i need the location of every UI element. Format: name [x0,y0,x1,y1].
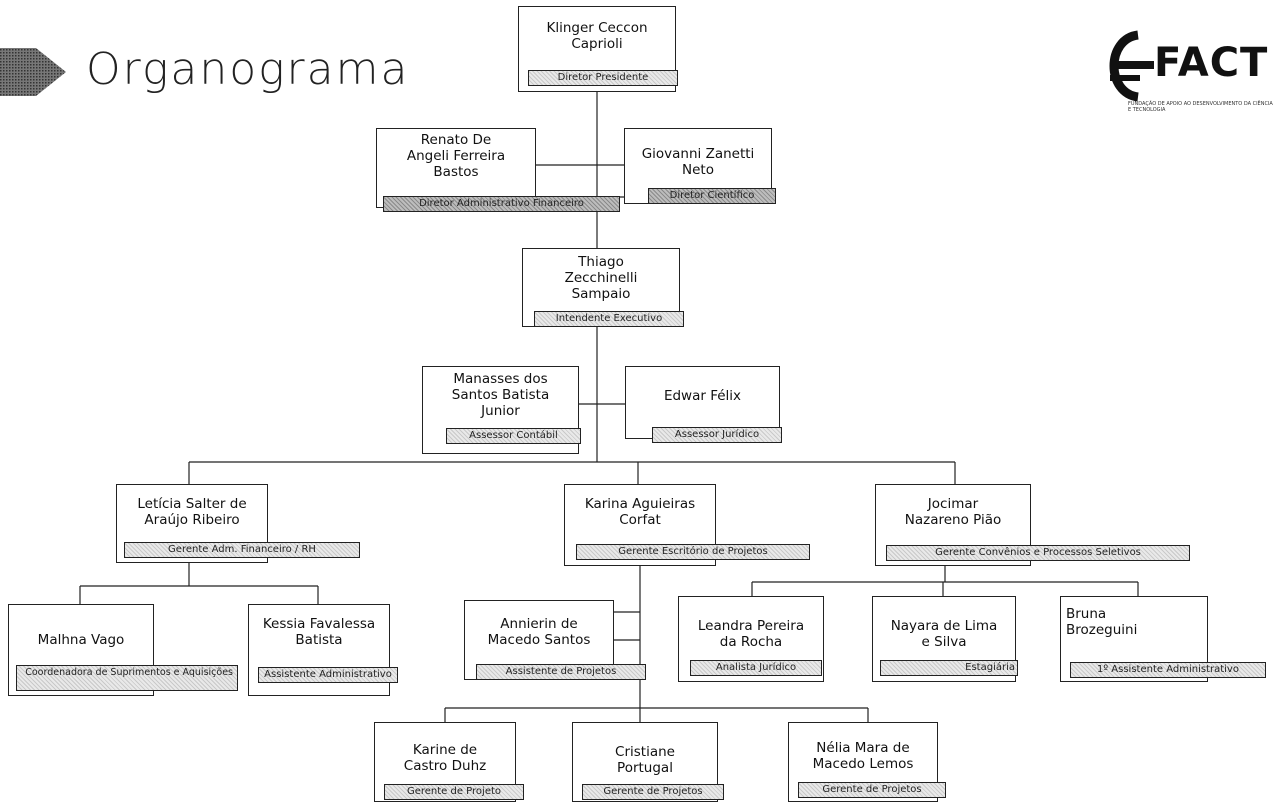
node-thiago-role: Intendente Executivo [534,311,684,327]
node-edwar-role: Assessor Jurídico [652,427,782,443]
node-manasses-role: Assessor Contábil [446,428,581,444]
node-karina-name: Karina Aguieiras Corfat [584,496,696,528]
node-nelia-name: Nélia Mara de Macedo Lemos [812,740,914,772]
node-kessia-role: Assistente Administrativo [258,667,398,683]
logo-wordmark: FACT [1154,40,1269,86]
node-leticia-role: Gerente Adm. Financeiro / RH [124,542,360,558]
node-giovanni-role: Diretor Científico [648,188,776,204]
node-annierin-name: Annierin de Macedo Santos [487,616,591,648]
node-manasses-name: Manasses dos Santos Batista Junior [451,371,550,419]
node-malhna-role: Coordenadora de Suprimentos e Aquisições [16,665,238,691]
node-karina-role: Gerente Escritório de Projetos [576,544,810,560]
node-annierin-role: Assistente de Projetos [476,664,646,680]
node-leandra-role: Analista Jurídico [690,660,822,676]
page-title: Organograma [86,44,410,95]
node-nayara-name: Nayara de Lima e Silva [890,618,998,650]
node-jocimar-role: Gerente Convênios e Processos Seletivos [886,545,1190,561]
node-leandra-name: Leandra Pereira da Rocha [697,618,805,650]
right-arrow-icon [0,48,66,96]
node-cristiane-role: Gerente de Projetos [582,784,724,800]
node-thiago-name: Thiago Zecchinelli Sampaio [564,254,638,302]
node-nayara-role: Estagiária [880,660,1018,676]
node-karine-name: Karine de Castro Duhz [403,742,487,774]
fact-logo-icon [1109,30,1154,102]
node-renato-name: Renato De Angeli Ferreira Bastos [406,132,506,180]
node-leticia-name: Letícia Salter de Araújo Ribeiro [137,496,247,528]
node-bruna-name: Bruna Brozeguini [1066,606,1138,638]
logo-tagline: FUNDAÇÃO DE APOIO AO DESENVOLVIMENTO DA … [1128,101,1273,113]
node-kessia-name: Kessia Favalessa Batista [262,616,376,648]
node-jocimar-name: Jocimar Nazareno Pião [904,496,1002,528]
node-giovanni-name: Giovanni Zanetti Neto [641,146,755,178]
node-klinger-name: Klinger Ceccon Caprioli [546,20,648,52]
node-edwar-name: Edwar Félix [663,388,742,404]
node-renato-role: Diretor Administrativo Financeiro [383,196,620,212]
node-malhna-name: Malhna Vago [37,632,125,648]
node-klinger-role: Diretor Presidente [528,70,678,86]
node-karine-role: Gerente de Projeto [384,784,524,800]
node-cristiane-name: Cristiane Portugal [615,744,675,776]
node-nelia-role: Gerente de Projetos [798,782,946,798]
node-bruna-role: 1º Assistente Administrativo [1070,662,1266,678]
